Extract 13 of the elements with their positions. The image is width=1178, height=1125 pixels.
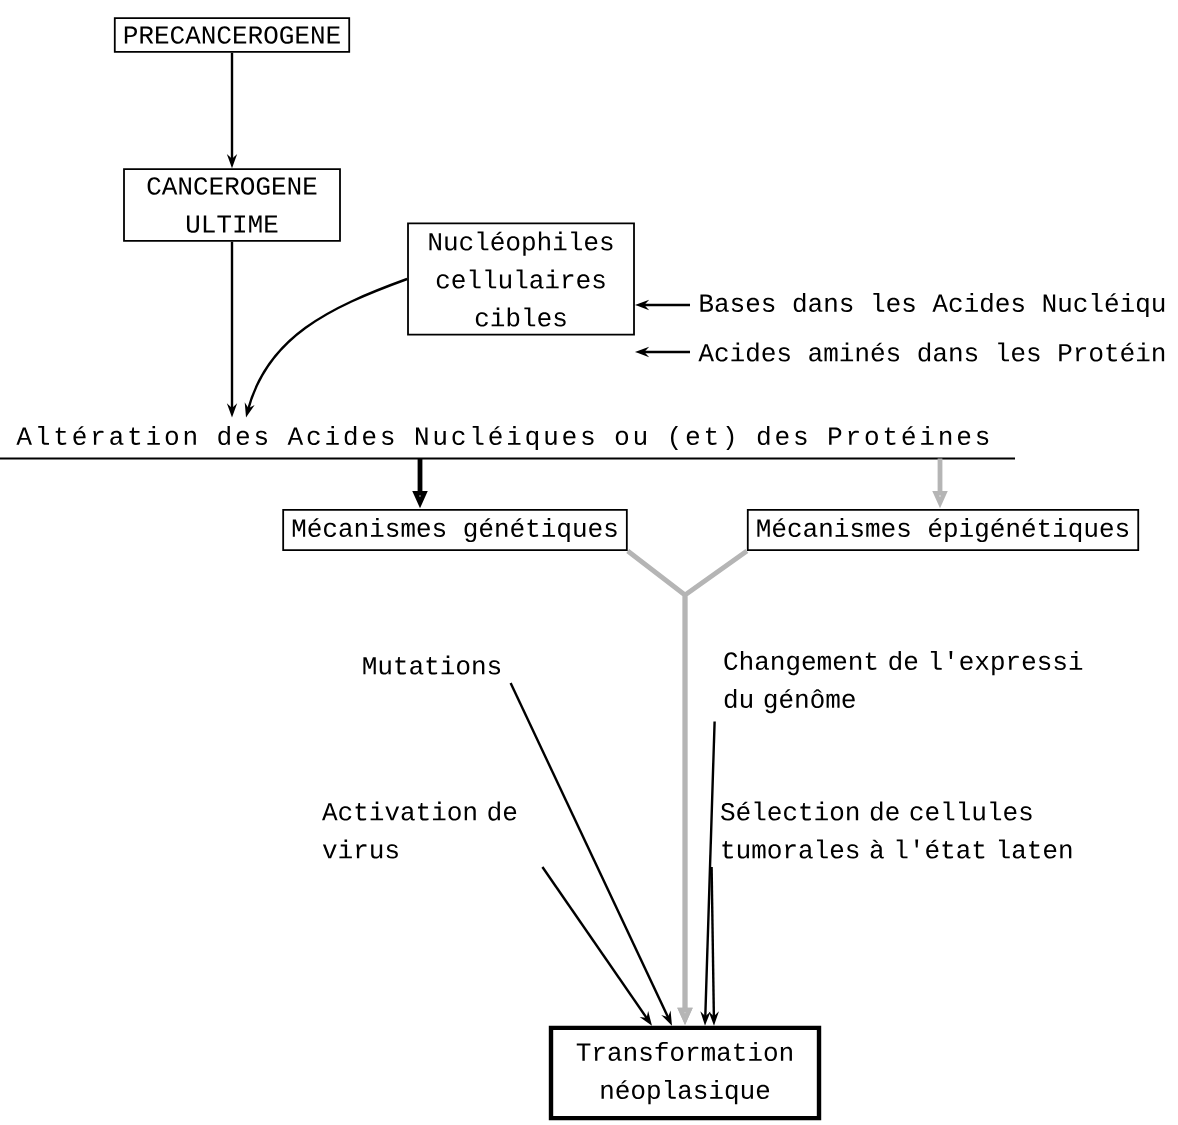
- process-box: PRECANCEROGENE: [113, 17, 351, 53]
- process-box: CANCEROGENE ULTIME: [123, 168, 341, 242]
- process-box: Nucléophiles cellulaires cibles: [407, 222, 635, 336]
- result-box: Transformation néoplasique: [548, 1025, 822, 1121]
- label-text: Mutations: [363, 655, 501, 675]
- process-box: Mécanismes épigénétiques: [746, 509, 1140, 551]
- label-text: Altération des Acides Nucléiques ou (et) des Protéines: [16, 425, 989, 451]
- label-text: Activation de virus: [322, 801, 517, 859]
- label-text: Sélection de cellules tumorales à l'état laten: [721, 801, 1072, 859]
- label-text: Changement de l'expressi du génôme: [724, 650, 1083, 714]
- label-text: Acides aminés dans les Protéin: [698, 342, 1165, 362]
- label-text: Bases dans les Acides Nucléiqu: [700, 292, 1165, 318]
- process-box: Mécanismes génétiques: [282, 509, 628, 551]
